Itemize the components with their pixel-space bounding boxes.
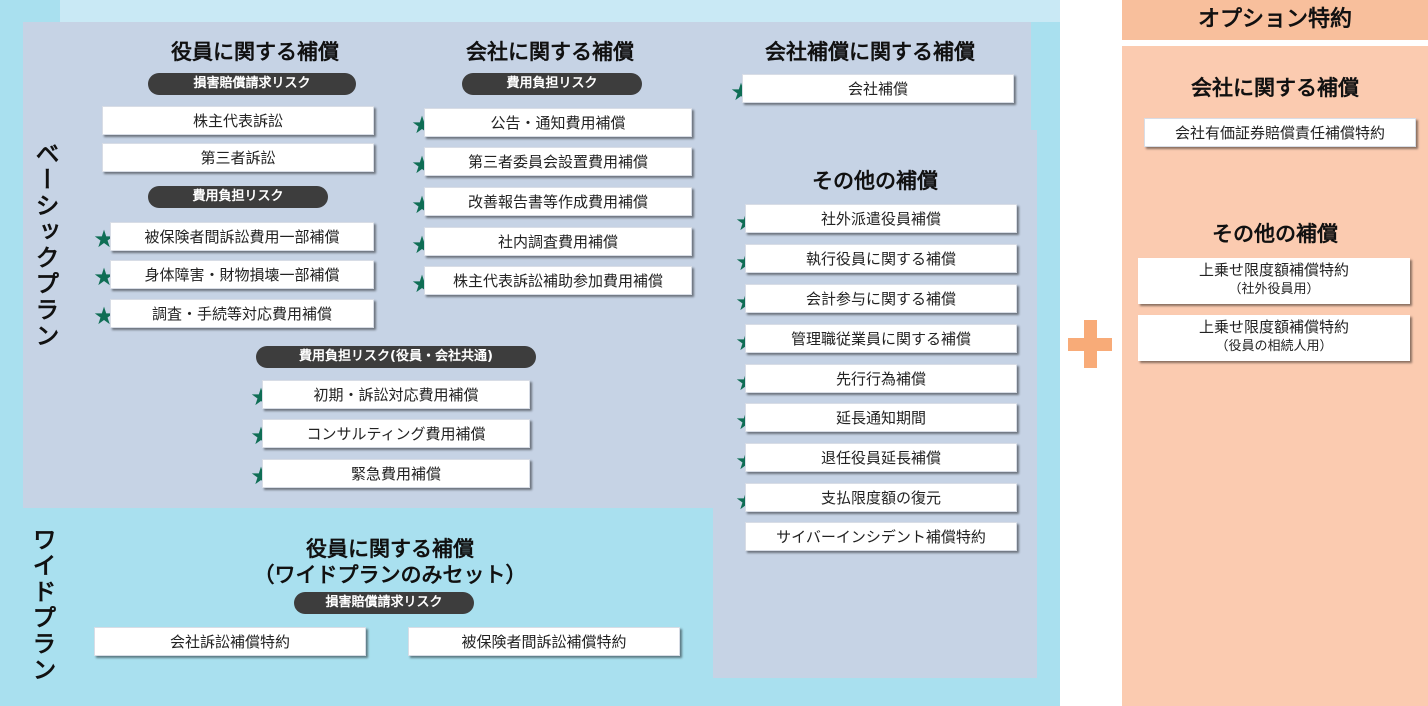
officer-cost-item: 被保険者間訴訟費用一部補償 [110, 222, 374, 251]
shared-cost-item: 緊急費用補償 [262, 459, 530, 488]
wide-plan-label: ワイドプラン [28, 527, 56, 683]
other-item: 社外派遣役員補償 [745, 204, 1017, 233]
wide-item: 会社訴訟補償特約 [94, 627, 366, 656]
company-cost-item: 第三者委員会設置費用補償 [424, 147, 692, 176]
officer-cost-item: 身体障害・財物損壊一部補償 [110, 260, 374, 289]
option-other-item-main: 上乗せ限度額補償特約 [1198, 318, 1349, 336]
option-other-item-sub: （役員の相続人用） [1215, 339, 1333, 354]
option-header: オプション特約 [1122, 0, 1428, 40]
other-item: 延長通知期間 [745, 403, 1017, 432]
star-icon: ★ [93, 302, 115, 330]
other-section-title: その他の補償 [812, 169, 938, 193]
officer-claim-item: 第三者訴訟 [102, 143, 374, 172]
officer-claim-risk-pill: 損害賠償請求リスク [148, 73, 356, 95]
option-other-title: その他の補償 [1212, 222, 1338, 246]
company-cost-item: 公告・通知費用補償 [424, 108, 692, 137]
option-other-item-main: 上乗せ限度額補償特約 [1198, 261, 1349, 279]
company-cost-risk-pill: 費用負担リスク [462, 73, 642, 95]
plus-icon-vertical [1084, 320, 1097, 368]
other-item: 執行役員に関する補償 [745, 244, 1017, 273]
company-cost-item: 株主代表訴訟補助参加費用補償 [424, 266, 692, 295]
wide-section-subtitle: （ワイドプランのみセット） [253, 563, 527, 587]
officer-cost-risk-pill: 費用負担リスク [148, 186, 328, 208]
officer-claim-item: 株主代表訴訟 [102, 106, 374, 135]
option-company-item: 会社有価証券賠償責任補償特約 [1144, 118, 1416, 147]
shared-cost-item: 初期・訴訟対応費用補償 [262, 380, 530, 409]
star-icon: ★ [93, 225, 115, 253]
company-cost-item: 社内調査費用補償 [424, 227, 692, 256]
basic-plan-label: ベーシックプラン [31, 141, 59, 349]
option-company-title: 会社に関する補償 [1191, 76, 1359, 100]
company-cost-item: 改善報告書等作成費用補償 [424, 187, 692, 216]
other-item: 会計参与に関する補償 [745, 284, 1017, 313]
basic-plan-top-strip [60, 0, 1060, 22]
other-item: 支払限度額の復元 [745, 483, 1017, 512]
other-item: 先行行為補償 [745, 364, 1017, 393]
company-indemnification-item: 会社補償 [742, 74, 1014, 103]
option-other-item: 上乗せ限度額補償特約 （社外役員用） [1138, 258, 1410, 304]
officer-section-title: 役員に関する補償 [171, 40, 339, 64]
wide-item: 被保険者間訴訟補償特約 [408, 627, 680, 656]
other-item: 管理職従業員に関する補償 [745, 324, 1017, 353]
officer-cost-item: 調査・手続等対応費用補償 [110, 299, 374, 328]
wide-claim-risk-pill: 損害賠償請求リスク [294, 592, 474, 614]
company-section-title: 会社に関する補償 [466, 40, 634, 64]
company-indemnification-title: 会社補償に関する補償 [765, 40, 975, 64]
option-area [1122, 46, 1428, 706]
star-icon: ★ [93, 263, 115, 291]
wide-section-title: 役員に関する補償 [306, 537, 474, 561]
other-item: 退任役員延長補償 [745, 443, 1017, 472]
option-other-item: 上乗せ限度額補償特約 （役員の相続人用） [1138, 315, 1410, 361]
other-item: サイバーインシデント補償特約 [745, 522, 1017, 551]
option-other-item-sub: （社外役員用） [1228, 282, 1320, 297]
shared-cost-risk-pill: 費用負担リスク(役員・会社共通) [256, 346, 536, 368]
shared-cost-item: コンサルティング費用補償 [262, 419, 530, 448]
